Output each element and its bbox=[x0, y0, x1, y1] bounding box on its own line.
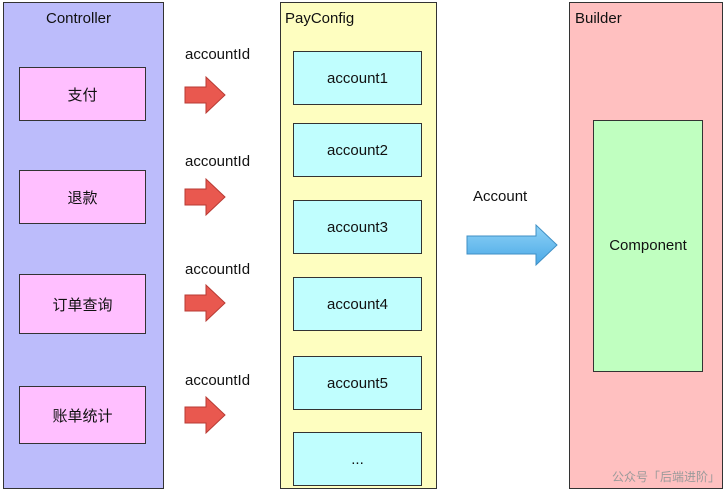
arrow-label-4: accountId bbox=[185, 372, 251, 389]
arrow-label-1: accountId bbox=[185, 46, 251, 63]
controller-item-refund: 退款 bbox=[19, 170, 146, 224]
blue-arrow bbox=[466, 223, 558, 267]
controller-item-order-query: 订单查询 bbox=[19, 274, 146, 334]
payconfig-title: PayConfig bbox=[285, 10, 355, 27]
red-arrow-3 bbox=[184, 283, 226, 323]
arrow-label-2: accountId bbox=[185, 153, 251, 170]
watermark: 公众号「后端进阶」 bbox=[612, 470, 721, 484]
builder-title: Builder bbox=[575, 10, 622, 27]
account-box-5: account5 bbox=[293, 356, 422, 410]
controller-item-bill-stats: 账单统计 bbox=[19, 386, 146, 444]
account-box-more: ... bbox=[293, 432, 422, 486]
red-arrow-2 bbox=[184, 177, 226, 217]
red-arrow-1 bbox=[184, 75, 226, 115]
account-box-3: account3 bbox=[293, 200, 422, 254]
account-box-2: account2 bbox=[293, 123, 422, 177]
account-box-1: account1 bbox=[293, 51, 422, 105]
controller-title: Controller bbox=[46, 10, 112, 27]
arrow-label-3: accountId bbox=[185, 261, 251, 278]
red-arrow-4 bbox=[184, 395, 226, 435]
component-label: Component bbox=[609, 237, 687, 254]
controller-item-pay: 支付 bbox=[19, 67, 146, 121]
component-box: Component bbox=[593, 120, 703, 372]
account-arrow-label: Account bbox=[473, 188, 528, 205]
account-box-4: account4 bbox=[293, 277, 422, 331]
